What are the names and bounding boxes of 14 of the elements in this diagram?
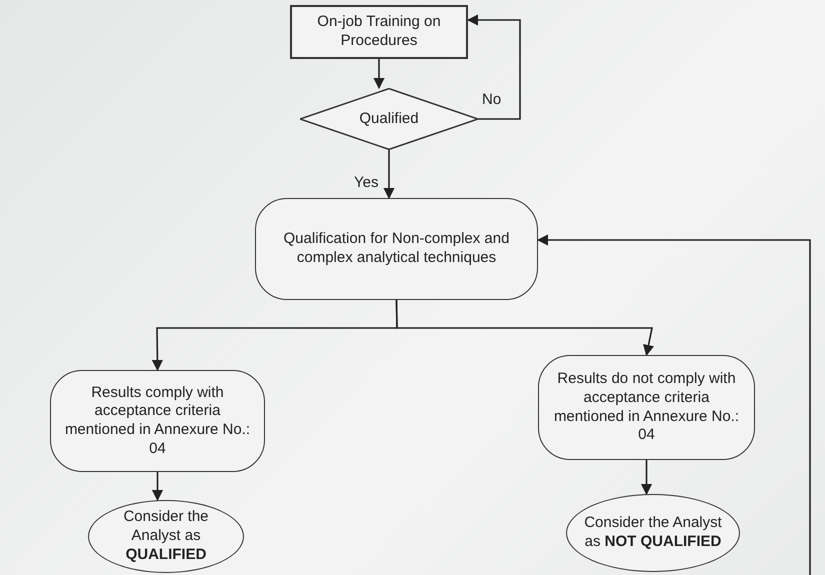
result-box: Results do not comply with acceptance criteria mentioned in Annexure No.: 04 [538,355,755,460]
arrow [640,460,652,496]
outcome-oval: Consider the Analyst as QUALIFIED [88,500,244,573]
arrow [152,472,164,502]
process-box: On-job Training on Procedures [290,5,468,59]
arrow [466,14,521,120]
arrow [536,234,811,575]
arrow [383,150,395,200]
arrow [373,59,385,90]
outcome-oval: Consider the Analyst as NOT QUALIFIED [566,494,740,572]
result-box: Results comply with acceptance criteria mentioned in Annexure No.: 04 [50,370,265,472]
arrow [396,300,654,356]
decision-diamond: Qualified [300,88,478,150]
process-box: Qualification for Non-complex and complex analytical techniques [255,198,538,300]
